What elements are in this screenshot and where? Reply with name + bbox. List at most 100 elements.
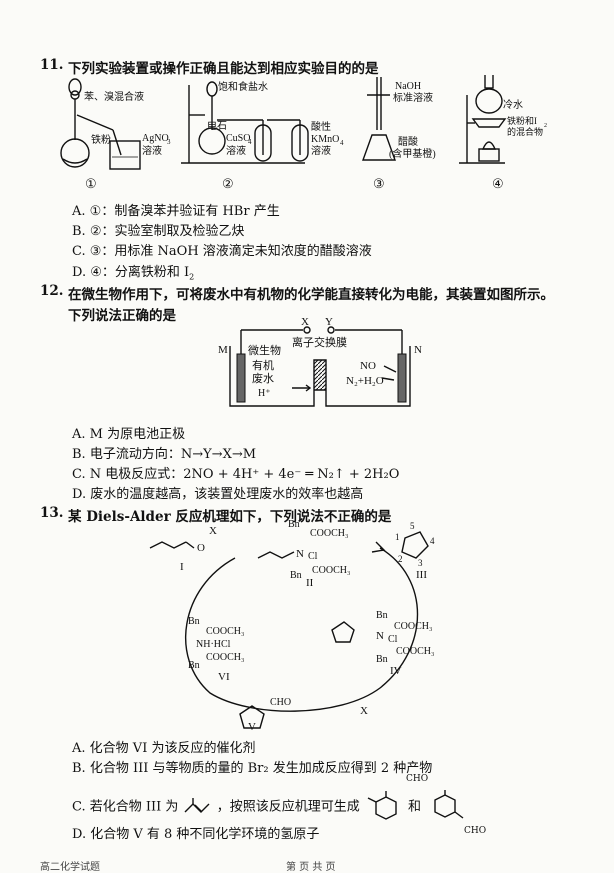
q13-option-d: D. 化合物 V 有 8 种不同化学环境的氢原子 <box>72 827 320 842</box>
q12-cell-figure: X Y M N 微生物 离子交换膜 有机 废水 H⁺ NO N₂+H₂O <box>218 316 422 407</box>
app1-label2: 铁粉 <box>91 133 111 146</box>
q11-apparatus-figure: 苯、溴混合液 铁粉 AgNO 3 溶液 ① 饱和食盐水 电石 CuSO 4 溶液… <box>60 75 547 191</box>
iii-n5: 5 <box>410 521 415 531</box>
app3-num: ③ <box>373 176 385 191</box>
q12-option-d: D. 废水的温度越高，该装置处理废水的效率也越高 <box>72 487 364 502</box>
q11-stem: 下列实验装置或操作正确且能达到相应实验目的的是 <box>68 61 379 77</box>
iv-cooch3-top: COOCH₃ <box>394 621 433 632</box>
app2-label4d: 溶液 <box>311 144 331 157</box>
iii-n1: 1 <box>395 532 400 542</box>
ii-cooch3-bottom: COOCH₃ <box>312 565 351 576</box>
iv-bn-top: Bn <box>376 610 388 621</box>
label-organic-2: 废水 <box>252 371 274 385</box>
app4-label2b: 2 <box>544 123 547 129</box>
ii-bn-bottom: Bn <box>290 570 302 581</box>
iv-cooch3-bottom: COOCH₃ <box>396 646 435 657</box>
q11-option-d: D. ④：分离铁粉和 I2 <box>72 265 195 282</box>
app3-label1b: 标准溶液 <box>393 91 433 104</box>
terminal-x: X <box>301 316 309 328</box>
label-compound-v: V <box>248 721 256 733</box>
app1-label1: 苯、溴混合液 <box>84 90 144 103</box>
label-organic-1: 有机 <box>252 358 274 372</box>
label-compound-i: I <box>180 561 184 573</box>
diene-structure <box>184 798 210 813</box>
app1-label3c: 溶液 <box>142 144 162 157</box>
q11-option-c: C. ③：用标准 NaOH 溶液滴定未知浓度的醋酸溶液 <box>72 244 372 259</box>
iv-bn-bottom: Bn <box>376 654 388 665</box>
q13-option-c: C. 若化合物 III 为 ，按照该反应机理可生成 和 <box>72 790 469 824</box>
ii-cooch3-top: COOCH₃ <box>310 528 349 539</box>
app4-num: ④ <box>492 176 504 191</box>
app2-num: ② <box>222 176 234 191</box>
app1-num: ① <box>85 176 97 191</box>
ii-cl: Cl <box>308 551 318 562</box>
q11-number: 11. <box>40 57 64 73</box>
q12-option-a: A. M 为原电池正极 <box>72 427 186 442</box>
v-cho: CHO <box>270 697 291 708</box>
app2-label4b: KMnO <box>311 134 339 145</box>
label-compound-vi: VI <box>218 671 230 683</box>
terminal-y: Y <box>325 316 333 328</box>
app4-label1: 冷水 <box>503 98 523 111</box>
label-hplus: H⁺ <box>258 388 271 399</box>
app2-label2: 电石 <box>207 119 227 132</box>
app2-label1: 饱和食盐水 <box>218 80 268 93</box>
q12-stem-1: 在微生物作用下，可将废水中有机物的化学能直接转化为电能，其装置如图所示。 <box>68 287 554 303</box>
q13-number: 13. <box>40 505 64 521</box>
app2-label4c: 4 <box>340 139 344 147</box>
vi-cooch3-bottom: COOCH₃ <box>206 652 245 663</box>
vi-cooch3-top: COOCH₃ <box>206 626 245 637</box>
electrode-n: N <box>414 344 422 356</box>
app2-label4a: 酸性 <box>311 120 331 133</box>
app1-label3a: AgNO <box>142 133 169 144</box>
app3-label2a: 醋酸 <box>398 135 418 148</box>
product-1-cho: CHO <box>406 774 429 784</box>
q12-option-b: B. 电子流动方向：N→Y→X→M <box>72 447 257 462</box>
footer-right: 第 页 共 页 <box>286 862 336 873</box>
q13-stem: 某 Diels-Alder 反应机理如下，下列说法不正确的是 <box>68 509 392 525</box>
footer-left: 高二化学试题 <box>40 862 100 873</box>
apparatus-1: 苯、溴混合液 铁粉 AgNO 3 溶液 ① <box>60 78 171 191</box>
iv-cl: Cl <box>388 634 398 645</box>
q13-option-b: B. 化合物 III 与等物质的量的 Br₂ 发生加成反应得到 2 种产物 <box>72 761 433 776</box>
q12-stem-2: 下列说法正确的是 <box>68 308 176 324</box>
apparatus-4: 冷水 铁粉和I 2 的混合物 ④ <box>459 75 547 191</box>
label-n2-h2o: N₂+H₂O <box>346 375 384 387</box>
iii-n3: 3 <box>418 558 423 568</box>
app4-label2c: 的混合物 <box>507 126 543 137</box>
app1-label3b: 3 <box>167 138 171 146</box>
iv-n: N <box>376 630 384 642</box>
vi-bn-bottom: Bn <box>188 660 200 671</box>
ii-n: N <box>296 548 304 560</box>
q12-number: 12. <box>40 283 64 299</box>
vi-bn-top: Bn <box>188 616 200 627</box>
label-compound-iv: IV <box>390 665 402 677</box>
app2-label3a: CuSO <box>226 133 250 144</box>
q13-mechanism-figure: O I X Bn COOCH₃ N Cl Bn COOCH₃ II 1 5 4 … <box>149 519 435 733</box>
app4-label2a: 铁粉和I <box>507 115 537 126</box>
q11-option-b: B. ②：实验室制取及检验乙炔 <box>72 224 245 239</box>
ii-bn-top: Bn <box>288 519 300 530</box>
iii-n2: 2 <box>398 554 403 564</box>
app2-label3c: 溶液 <box>226 144 246 157</box>
label-x-bottom: X <box>360 705 368 717</box>
q11-option-a: A. ①：制备溴苯并验证有 HBr 产生 <box>72 204 280 219</box>
q12-option-c: C. N 电极反应式：2NO + 4H⁺ + 4e⁻ ═ N₂↑ + 2H₂O <box>72 467 400 482</box>
q13-option-a: A. 化合物 VI 为该反应的催化剂 <box>72 741 256 756</box>
electrode-m: M <box>218 344 228 356</box>
app2-label3b: 4 <box>248 138 252 146</box>
label-x-top: X <box>209 525 217 537</box>
iii-n4: 4 <box>430 536 435 546</box>
app3-label1a: NaOH <box>395 81 421 92</box>
app3-label2b: (含甲基橙) <box>389 147 436 160</box>
product-1-structure <box>367 791 397 820</box>
apparatus-2: 饱和食盐水 电石 CuSO 4 溶液 酸性 KMnO 4 溶液 ② <box>181 80 344 191</box>
label-microbe: 微生物 <box>248 343 281 357</box>
apparatus-3: NaOH 标准溶液 醋酸 (含甲基橙) ③ <box>362 77 436 191</box>
label-membrane: 离子交换膜 <box>292 335 347 349</box>
compound-i-o: O <box>197 542 205 554</box>
label-compound-iii: III <box>416 569 427 581</box>
product-2-structure <box>434 790 464 819</box>
label-no: NO <box>360 360 376 372</box>
vi-nhhcl: NH·HCl <box>196 639 231 650</box>
